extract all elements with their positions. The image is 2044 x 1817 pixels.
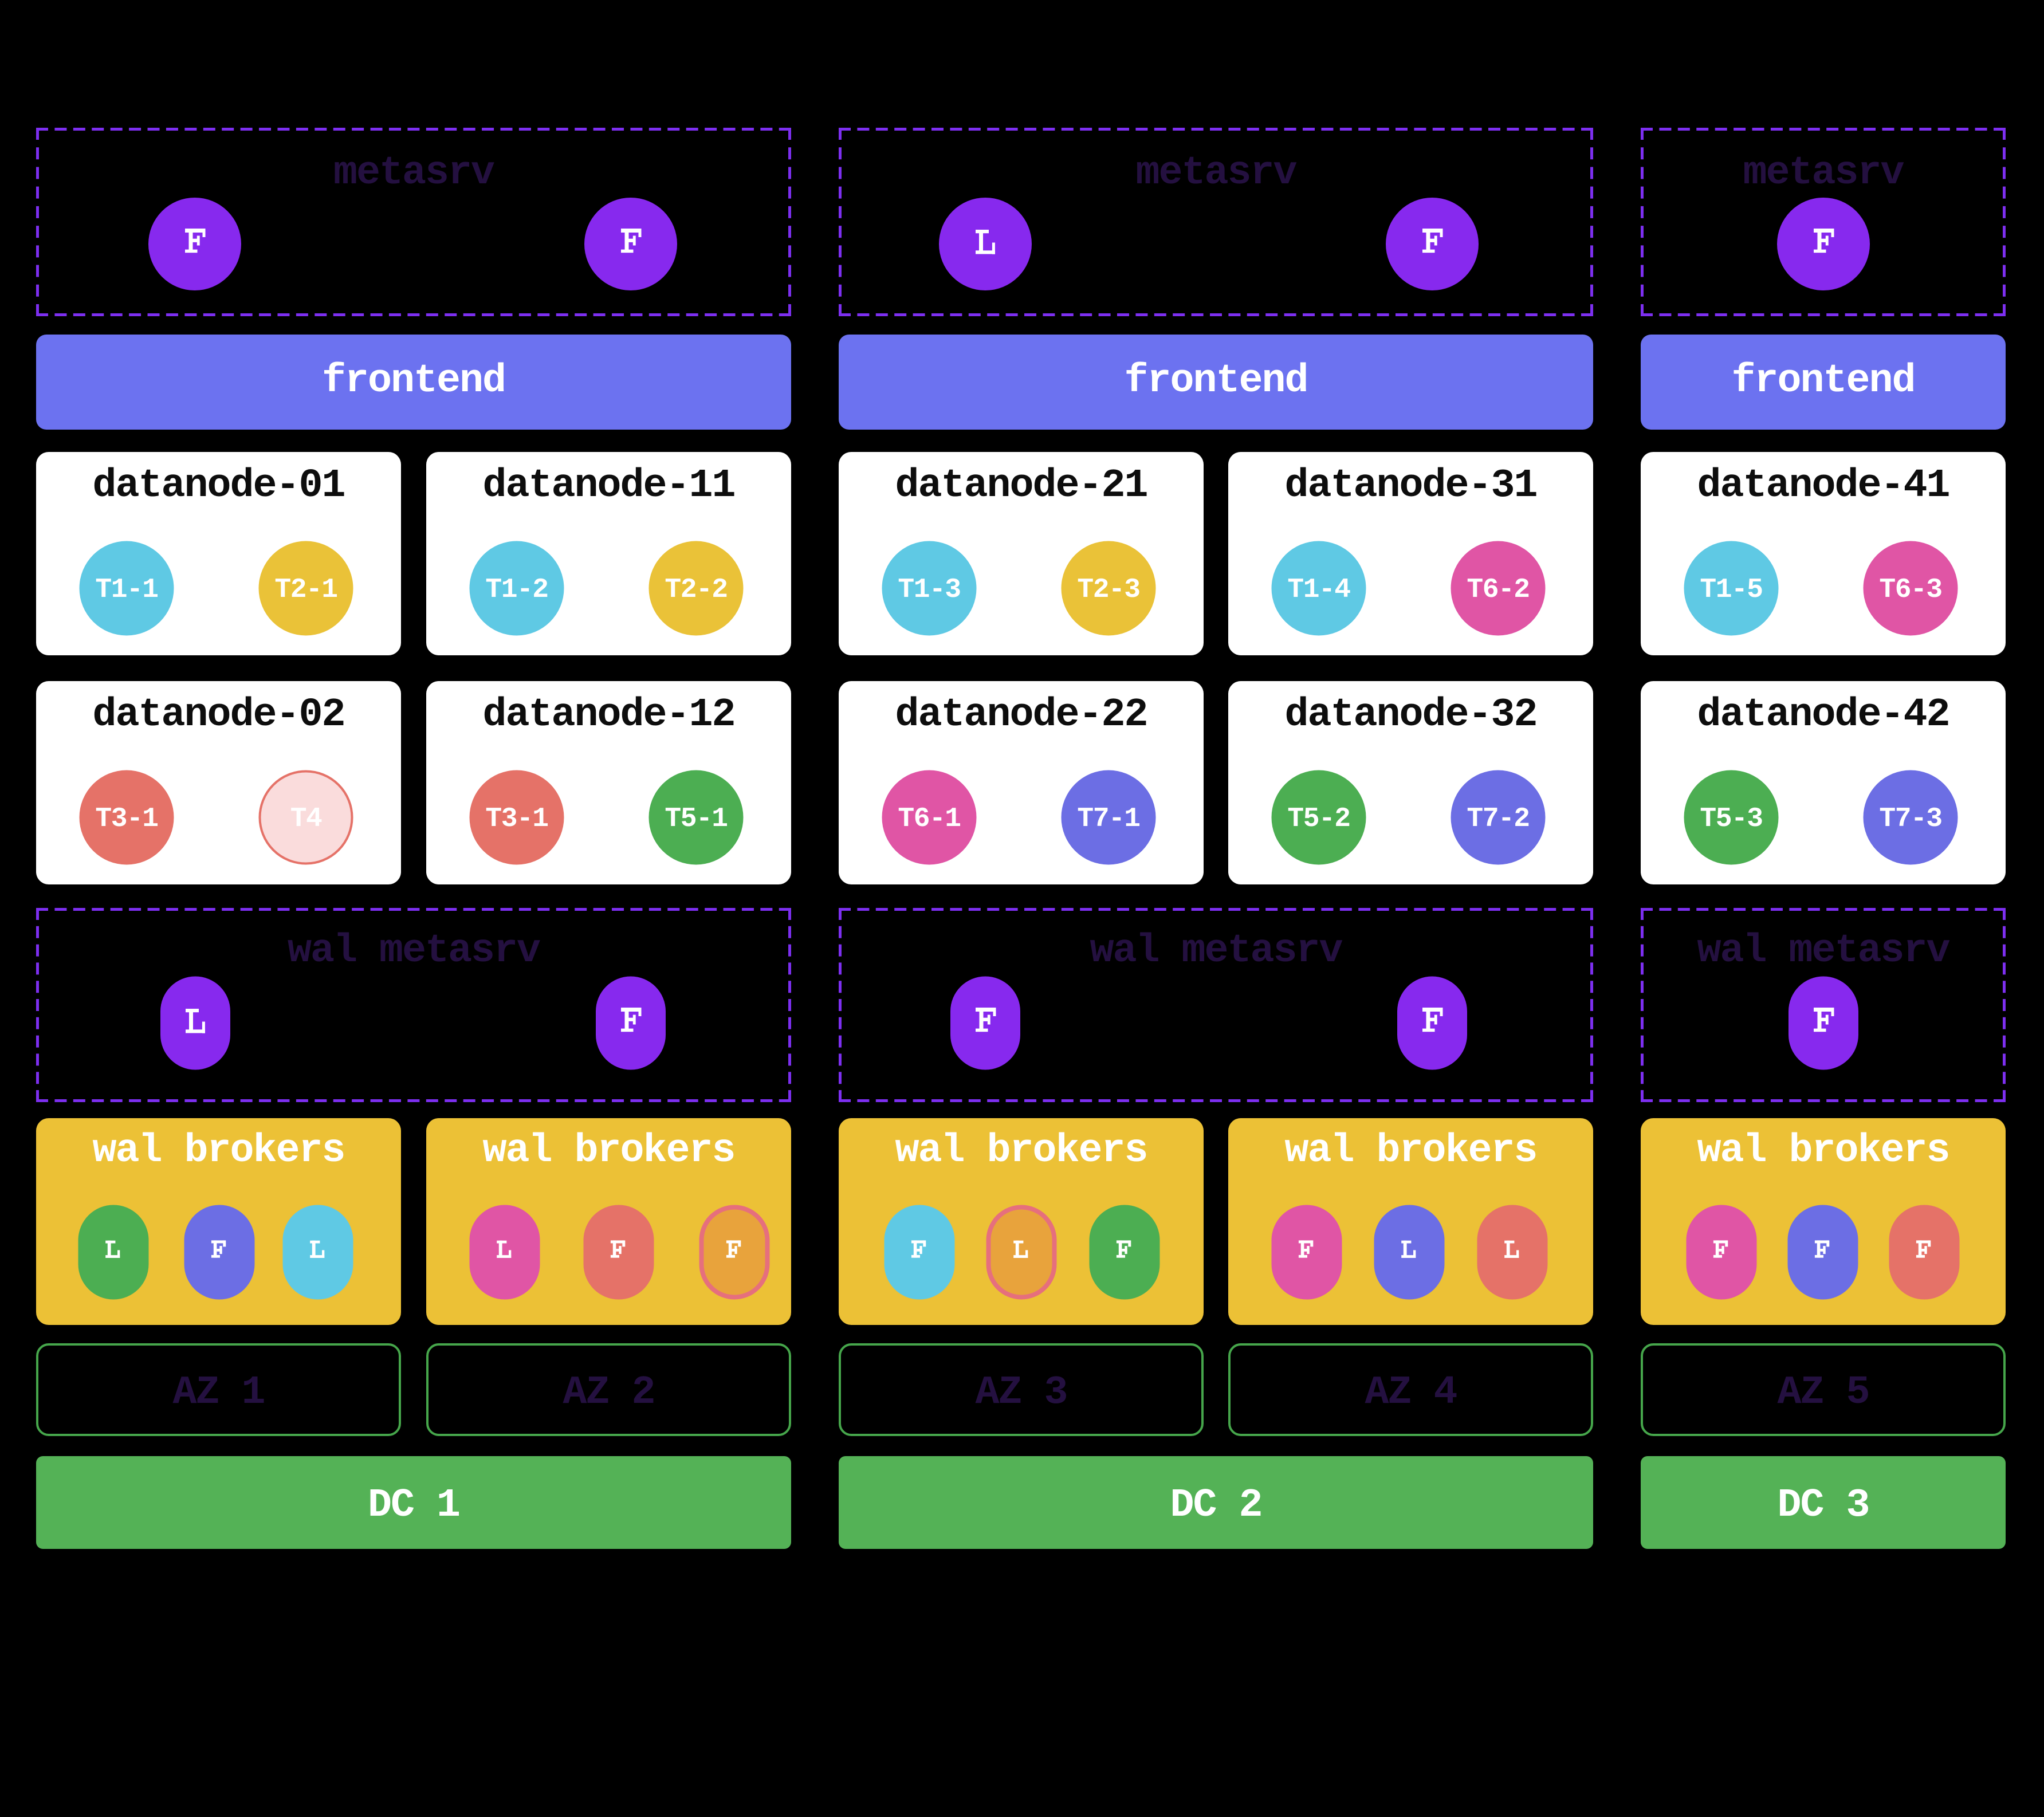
- svg-text:T7-2: T7-2: [1467, 804, 1529, 835]
- svg-text:T3-1: T3-1: [485, 804, 548, 835]
- svg-text:frontend: frontend: [1731, 359, 1915, 404]
- svg-text:wal brokers: wal brokers: [482, 1128, 734, 1174]
- svg-text:T5-1: T5-1: [665, 804, 727, 835]
- svg-text:T7-3: T7-3: [1879, 804, 1941, 835]
- svg-text:T1-2: T1-2: [485, 575, 548, 605]
- svg-text:metasrv: metasrv: [333, 151, 494, 196]
- svg-text:wal metasrv: wal metasrv: [1697, 929, 1949, 974]
- svg-text:T2-3: T2-3: [1077, 575, 1139, 605]
- svg-text:wal brokers: wal brokers: [1284, 1128, 1536, 1174]
- svg-text:frontend: frontend: [322, 359, 505, 404]
- svg-text:wal brokers: wal brokers: [1697, 1128, 1949, 1174]
- svg-text:wal brokers: wal brokers: [92, 1128, 344, 1174]
- svg-text:AZ 5: AZ 5: [1777, 1370, 1869, 1415]
- svg-text:datanode-11: datanode-11: [482, 463, 734, 509]
- svg-text:T1-3: T1-3: [898, 575, 960, 605]
- svg-text:wal metasrv: wal metasrv: [288, 929, 540, 974]
- svg-text:datanode-32: datanode-32: [1284, 693, 1536, 738]
- svg-text:T6-2: T6-2: [1467, 575, 1529, 605]
- svg-text:datanode-31: datanode-31: [1284, 463, 1536, 509]
- svg-text:datanode-21: datanode-21: [895, 463, 1147, 509]
- svg-text:datanode-22: datanode-22: [895, 693, 1147, 738]
- svg-text:T4: T4: [290, 804, 322, 835]
- svg-text:T2-1: T2-1: [274, 575, 337, 605]
- svg-text:datanode-41: datanode-41: [1697, 463, 1949, 509]
- svg-text:AZ 4: AZ 4: [1365, 1370, 1456, 1415]
- svg-text:T2-2: T2-2: [665, 575, 727, 605]
- svg-text:datanode-12: datanode-12: [482, 693, 734, 738]
- svg-text:T6-3: T6-3: [1879, 575, 1941, 605]
- svg-text:wal brokers: wal brokers: [895, 1128, 1147, 1174]
- svg-text:T3-1: T3-1: [95, 804, 158, 835]
- svg-text:DC 3: DC 3: [1777, 1483, 1869, 1528]
- svg-text:DC 2: DC 2: [1170, 1483, 1261, 1528]
- svg-text:AZ 2: AZ 2: [563, 1370, 654, 1415]
- svg-text:frontend: frontend: [1124, 359, 1307, 404]
- svg-text:AZ 1: AZ 1: [172, 1370, 264, 1415]
- svg-text:T7-1: T7-1: [1077, 804, 1139, 835]
- svg-text:T6-1: T6-1: [898, 804, 960, 835]
- svg-text:DC 1: DC 1: [368, 1483, 459, 1528]
- svg-text:wal metasrv: wal metasrv: [1090, 929, 1342, 974]
- svg-text:datanode-02: datanode-02: [92, 693, 344, 738]
- svg-text:AZ 3: AZ 3: [975, 1370, 1067, 1415]
- svg-text:T1-5: T1-5: [1700, 575, 1762, 605]
- svg-text:metasrv: metasrv: [1743, 151, 1904, 196]
- svg-text:T5-2: T5-2: [1287, 804, 1350, 835]
- svg-text:datanode-42: datanode-42: [1697, 693, 1949, 738]
- svg-text:datanode-01: datanode-01: [92, 463, 344, 509]
- svg-text:T1-1: T1-1: [95, 575, 158, 605]
- svg-text:T1-4: T1-4: [1287, 575, 1350, 605]
- svg-text:metasrv: metasrv: [1135, 151, 1296, 196]
- svg-text:T5-3: T5-3: [1700, 804, 1762, 835]
